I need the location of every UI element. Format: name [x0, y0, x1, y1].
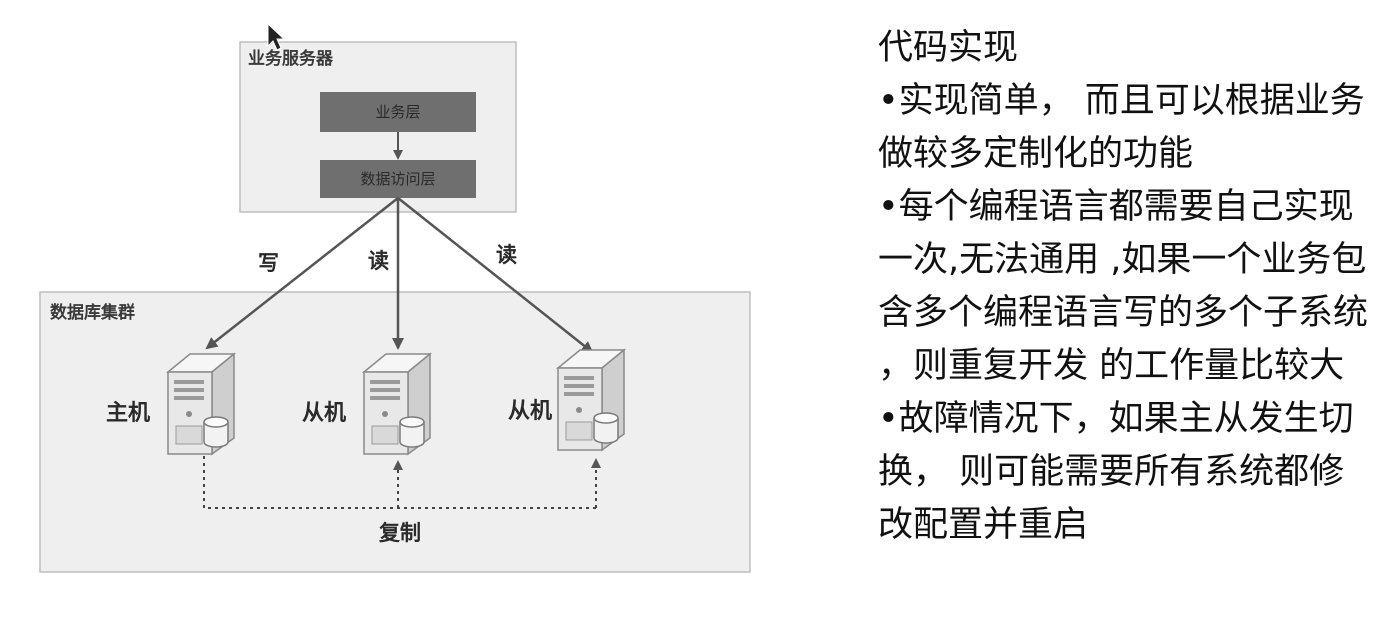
- replication-line: [203, 456, 596, 509]
- business-layer-label: 业务层: [375, 103, 420, 121]
- business-layer-box: [320, 92, 476, 132]
- slave-server-1-label: 从机: [302, 401, 346, 426]
- replication-label: 复制: [378, 521, 421, 545]
- write-label: 写: [258, 251, 279, 275]
- notes-bullet-1: •实现简单， 而且可以根据业务做较多定制化的功能: [878, 81, 1365, 174]
- database-cluster-title: 数据库集群: [50, 302, 135, 323]
- architecture-diagram: 业务服务器 业务层 数据访问层 数据库集群 写 读 读 主机 从机 从机 复制: [39, 22, 751, 573]
- slave-server-2: [557, 349, 625, 451]
- notes-bullet-3: •故障情况下，如果主从发生切换， 则可能需要所有系统都修改配置并重启: [878, 399, 1354, 545]
- data-access-layer-box: [320, 160, 476, 198]
- notes-panel: 代码实现 •实现简单， 而且可以根据业务做较多定制化的功能 •每个编程语言都需要…: [878, 22, 1378, 552]
- slave-server-1: [363, 353, 431, 455]
- slave-server-2-label: 从机: [508, 399, 552, 424]
- data-access-layer-label: 数据访问层: [360, 170, 435, 188]
- notes-heading: 代码实现: [878, 28, 1019, 68]
- mouse-cursor-icon: [267, 22, 286, 51]
- read-label-2: 读: [496, 243, 517, 267]
- master-server: [167, 353, 235, 455]
- read-arrow-2: [397, 197, 594, 354]
- notes-bullet-2: •每个编程语言都需要自己实现一次,无法通用 ,如果一个业务包含多个编程语言写的多…: [878, 187, 1369, 386]
- read-label-1: 读: [368, 249, 389, 273]
- write-arrow: [205, 197, 399, 350]
- master-server-label: 主机: [106, 401, 150, 426]
- service-server-title: 业务服务器: [248, 48, 334, 69]
